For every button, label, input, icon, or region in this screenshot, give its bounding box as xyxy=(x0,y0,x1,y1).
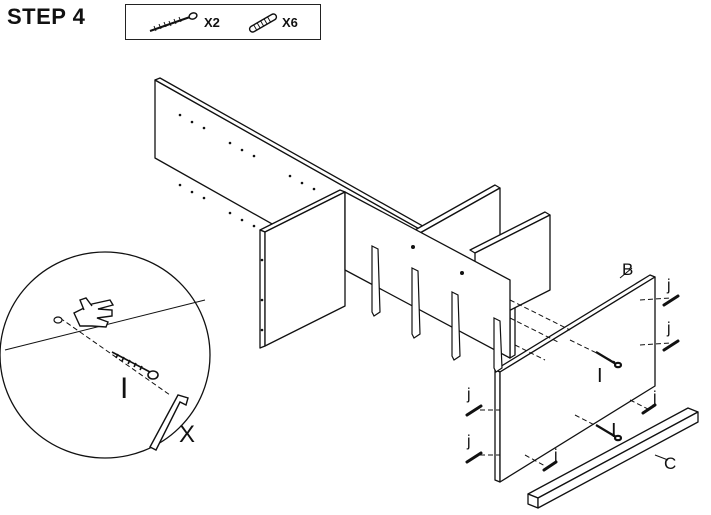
label-j-4: j xyxy=(466,433,471,450)
cam-fittings xyxy=(371,245,503,373)
label-b: B xyxy=(622,260,633,279)
label-x-detail: X xyxy=(179,421,195,448)
step-title: STEP 4 xyxy=(7,4,86,29)
allen-key-icon xyxy=(149,394,189,451)
diagram-labels: B C j j j j j j I I I X xyxy=(120,260,676,473)
label-j-3: j xyxy=(466,386,471,403)
label-c: C xyxy=(664,454,676,473)
screw-icon xyxy=(149,12,198,32)
parts-needed-box: X2 X6 xyxy=(125,4,321,40)
label-j-5: j xyxy=(553,447,558,464)
label-j-2: j xyxy=(666,320,671,337)
dowel-icon xyxy=(248,13,278,33)
dowel-quantity: X6 xyxy=(282,15,298,30)
middle-panel xyxy=(344,191,511,359)
back-panel-holes xyxy=(178,113,464,332)
screw-quantity: X2 xyxy=(204,15,220,30)
screws-i xyxy=(595,351,623,442)
label-i-detail: I xyxy=(120,372,128,405)
label-leaders xyxy=(619,267,669,461)
label-i-1: I xyxy=(597,365,603,387)
label-j-6: j xyxy=(652,389,657,406)
front-panel-b xyxy=(494,274,656,483)
label-j-1: j xyxy=(666,277,671,294)
bottom-rail-c xyxy=(527,407,699,509)
label-i-2: I xyxy=(611,420,617,442)
hand-pointing-icon xyxy=(73,297,115,328)
dowels-j xyxy=(465,294,680,472)
detail-screw-icon xyxy=(111,351,159,380)
left-side-panel xyxy=(259,189,346,349)
detail-callout xyxy=(0,251,211,459)
